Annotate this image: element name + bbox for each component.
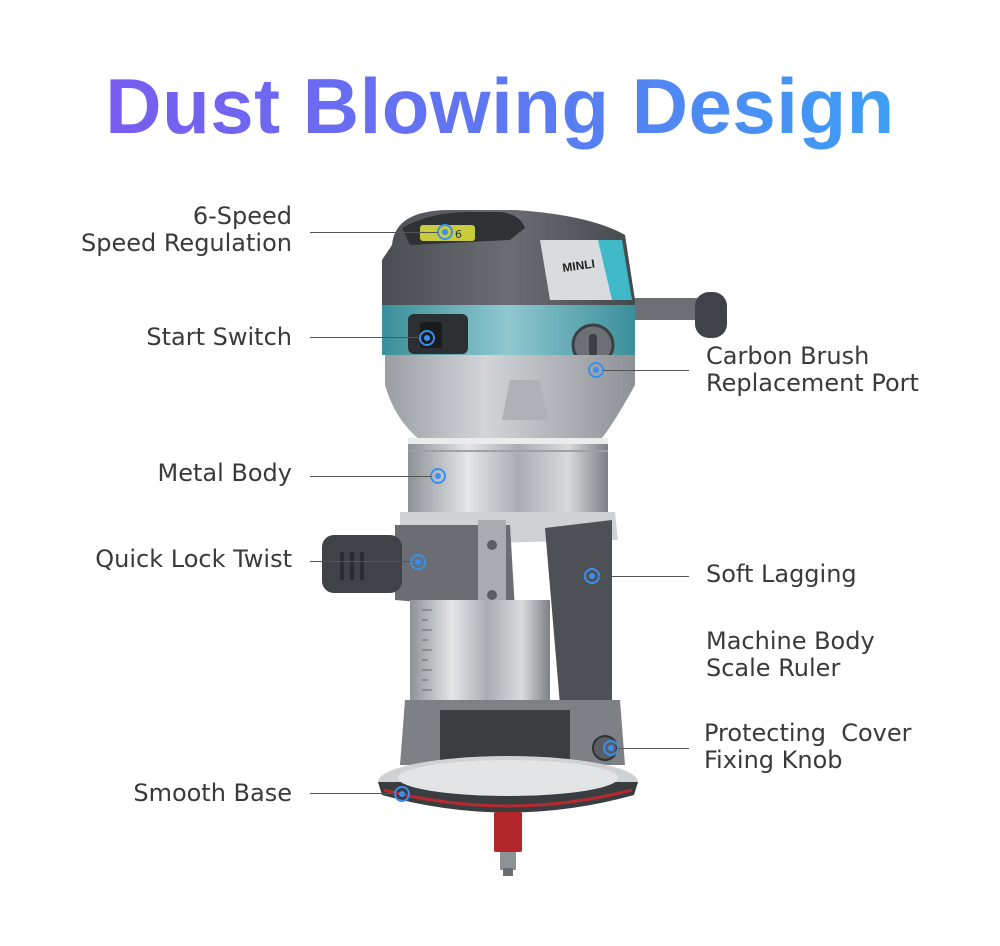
router-bit-collet [494,812,522,852]
soft-lagging [545,520,612,705]
callout-line-switch [310,337,420,338]
callout-line-metal [310,476,431,477]
feature-label-soft-lagging: Soft Lagging [706,560,857,588]
router-bit [500,852,516,870]
feature-label-scale-ruler: Machine Body Scale Ruler [706,627,875,682]
feature-label-fixing-knob: Protecting Cover Fixing Knob [704,719,912,774]
feature-label-metal-body: Metal Body [157,459,292,487]
page-title: Dust Blowing Design [0,58,1000,154]
scale-ruler [410,600,550,710]
callout-line-base [310,793,395,794]
feature-label-quick-lock: Quick Lock Twist [95,545,292,573]
callout-line-lagging [599,576,689,577]
feature-label-start-switch: Start Switch [146,323,292,351]
speed-dial-mark: 6 [455,228,462,241]
callout-line-knob [618,748,689,749]
callout-line-carbon [603,370,689,371]
callout-line-speed [310,232,438,233]
feature-label-smooth-base: Smooth Base [133,779,292,807]
feature-label-speed: 6-Speed Speed Regulation [80,202,292,257]
side-handle [625,292,727,338]
feature-label-carbon-brush: Carbon Brush Replacement Port [706,342,919,397]
callout-line-lock [310,561,411,562]
brand-logo: MINLI [561,257,595,275]
motor-cap: 6 MINLI [382,210,635,330]
